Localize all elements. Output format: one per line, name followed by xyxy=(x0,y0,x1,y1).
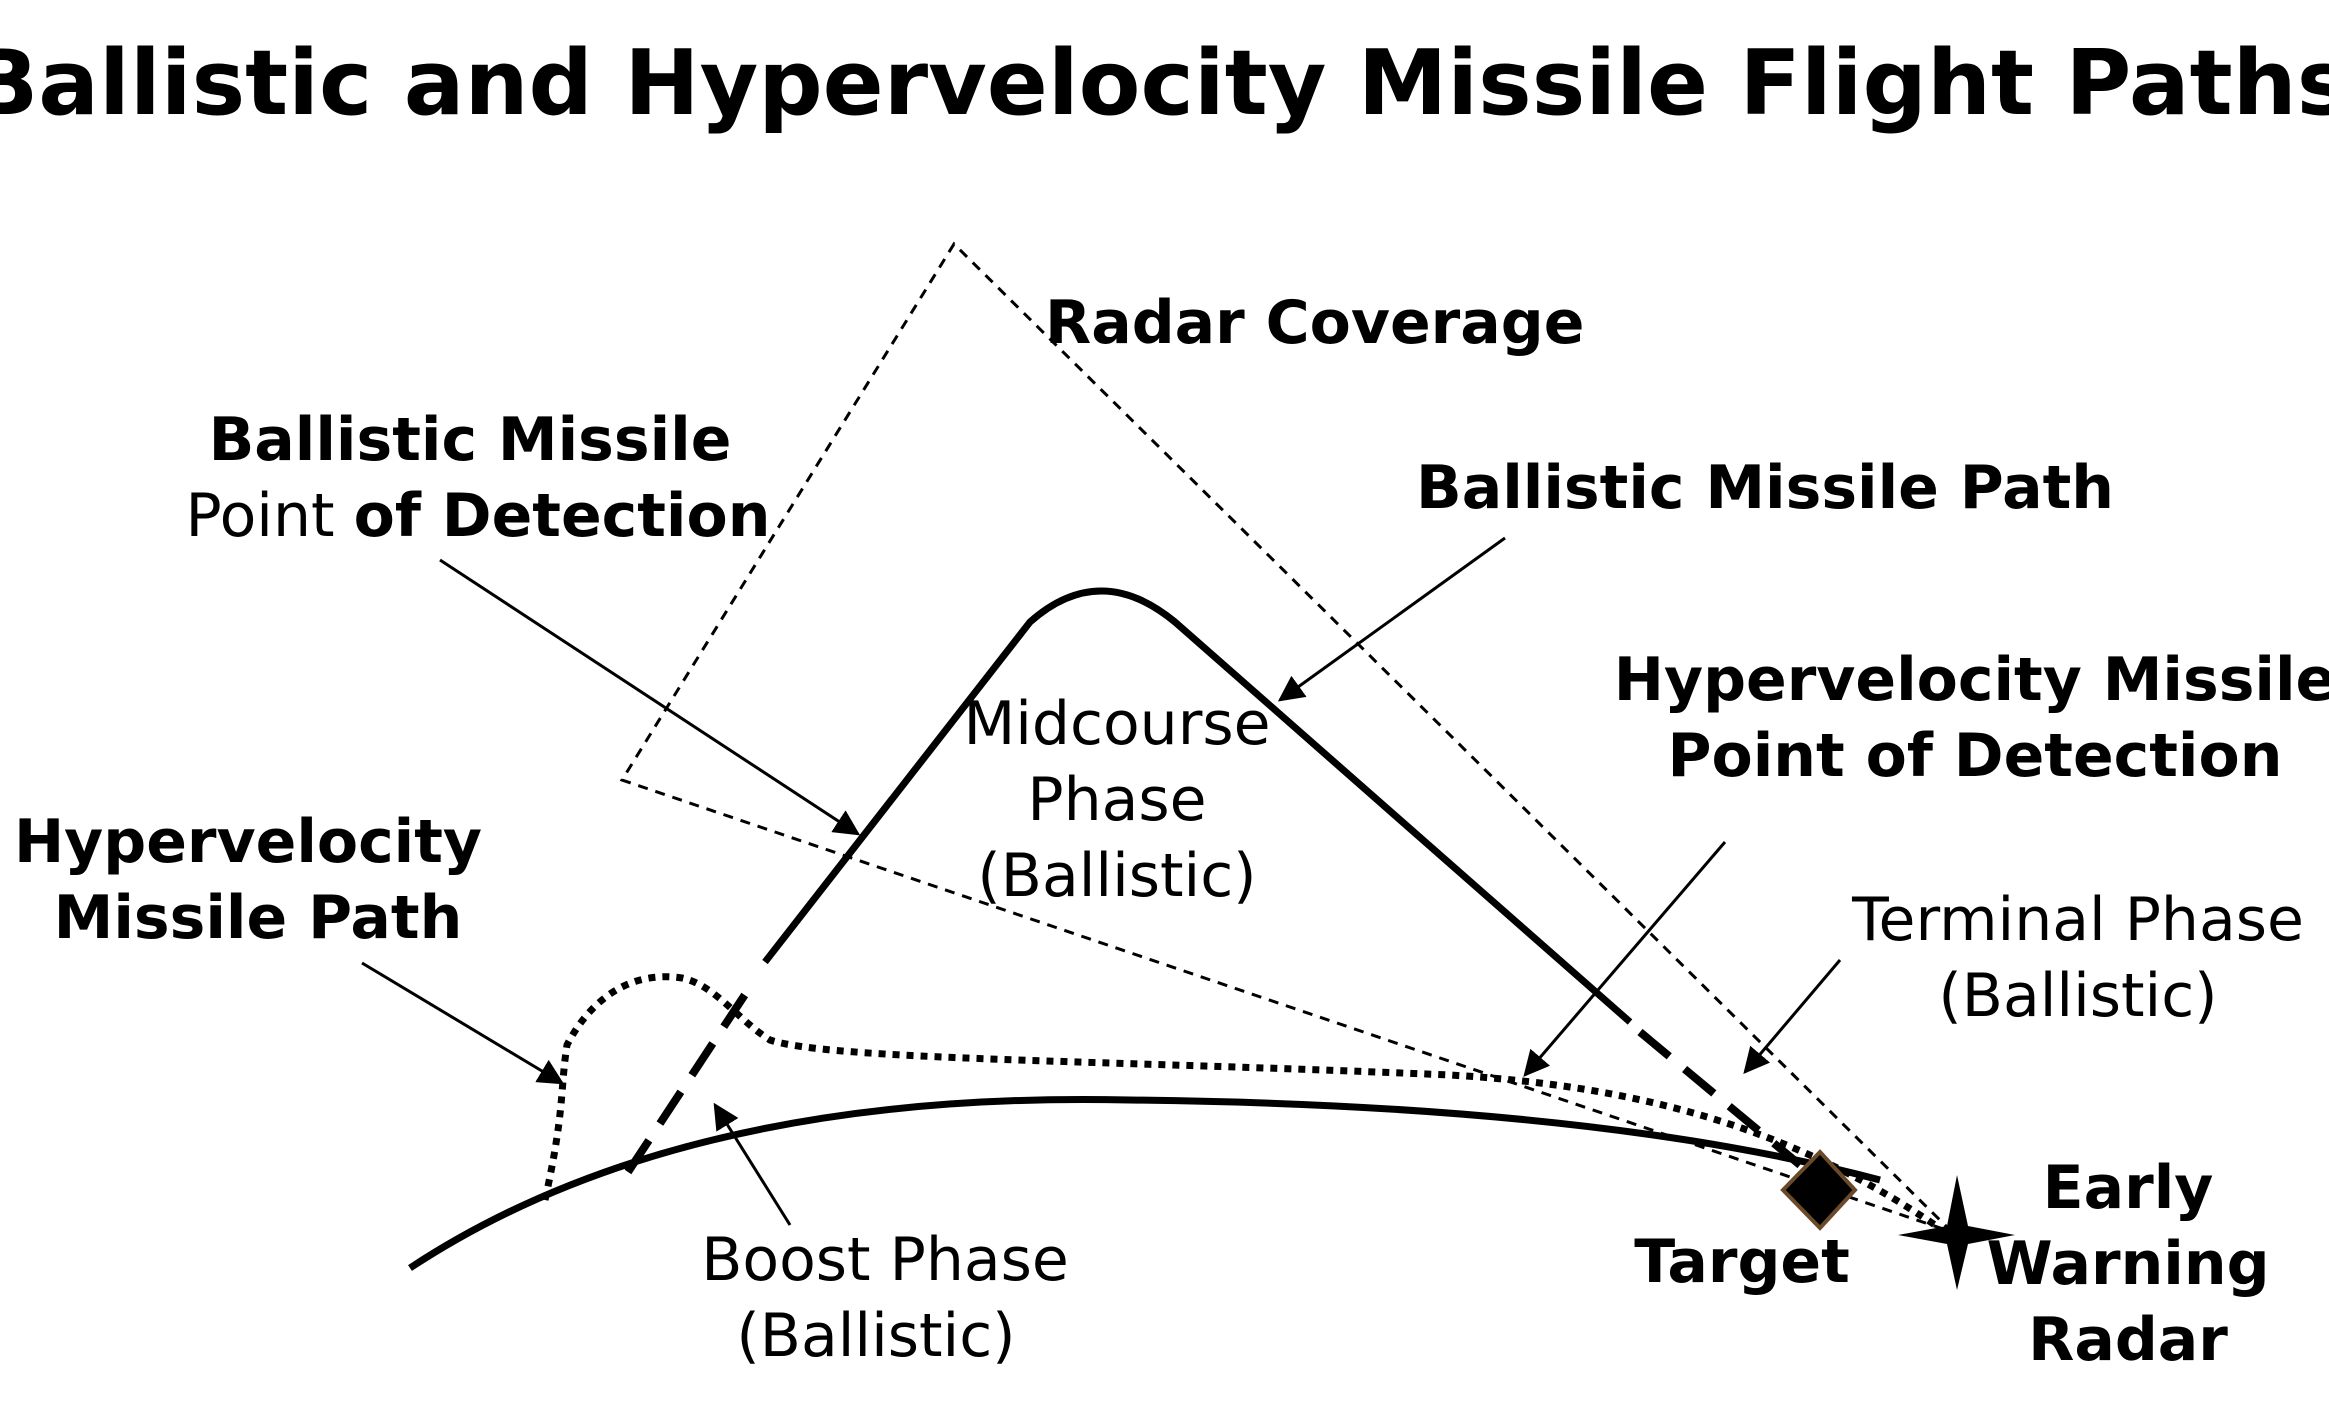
diamond-icon xyxy=(1780,1149,1858,1231)
midcourse-label-line3: (Ballistic) xyxy=(977,841,1256,911)
ballistic-path-leader xyxy=(1277,536,1506,702)
ballistic-detection-label-line2: Point of Detection xyxy=(186,481,771,551)
ballistic-detection-leader xyxy=(439,558,861,836)
midcourse-label-line2: Phase xyxy=(1027,765,1206,835)
midcourse-label-line1: Midcourse xyxy=(963,689,1270,759)
ballistic-path-label: Ballistic Missile Path xyxy=(1416,453,2114,523)
ballistic-terminal-segment xyxy=(1637,1028,1803,1169)
hyper-path-label-line2: Missile Path xyxy=(54,883,463,953)
hyper-detection-label-line2: Point of Detection xyxy=(1668,721,2283,791)
terminal-phase-leader xyxy=(1743,959,1842,1074)
terminal-phase-label-line1: Terminal Phase xyxy=(1851,885,2304,955)
ballistic-boost-segment xyxy=(624,987,752,1175)
radar-coverage-label: Radar Coverage xyxy=(1045,288,1584,358)
radar-label-line1: Early xyxy=(2043,1153,2214,1223)
ballistic-detection-label-line1: Ballistic Missile xyxy=(209,405,732,475)
hyper-detection-label-line1: Hypervelocity Missile xyxy=(1614,645,2329,715)
hypervelocity-path xyxy=(541,973,1937,1228)
radar-label-line3: Radar xyxy=(2028,1305,2228,1375)
terminal-phase-label-line2: (Ballistic) xyxy=(1938,961,2217,1031)
hyper-path-label-line1: Hypervelocity xyxy=(14,807,482,877)
hyper-detection-leader xyxy=(1523,841,1727,1077)
boost-phase-leader xyxy=(713,1102,792,1226)
radar-label-line2: Warning xyxy=(1986,1229,2269,1299)
target-label: Target xyxy=(1634,1227,1850,1297)
radar-coverage-outline xyxy=(619,241,1954,1234)
hyper-path-leader xyxy=(361,961,565,1085)
diagram-title: Ballistic and Hypervelocity Missile Flig… xyxy=(0,31,2329,136)
ballistic-midcourse-segment xyxy=(762,587,1633,1025)
boost-phase-label-line1: Boost Phase xyxy=(701,1225,1069,1295)
boost-phase-label-line2: (Ballistic) xyxy=(736,1301,1015,1371)
four-point-star-icon xyxy=(1898,1175,2015,1290)
